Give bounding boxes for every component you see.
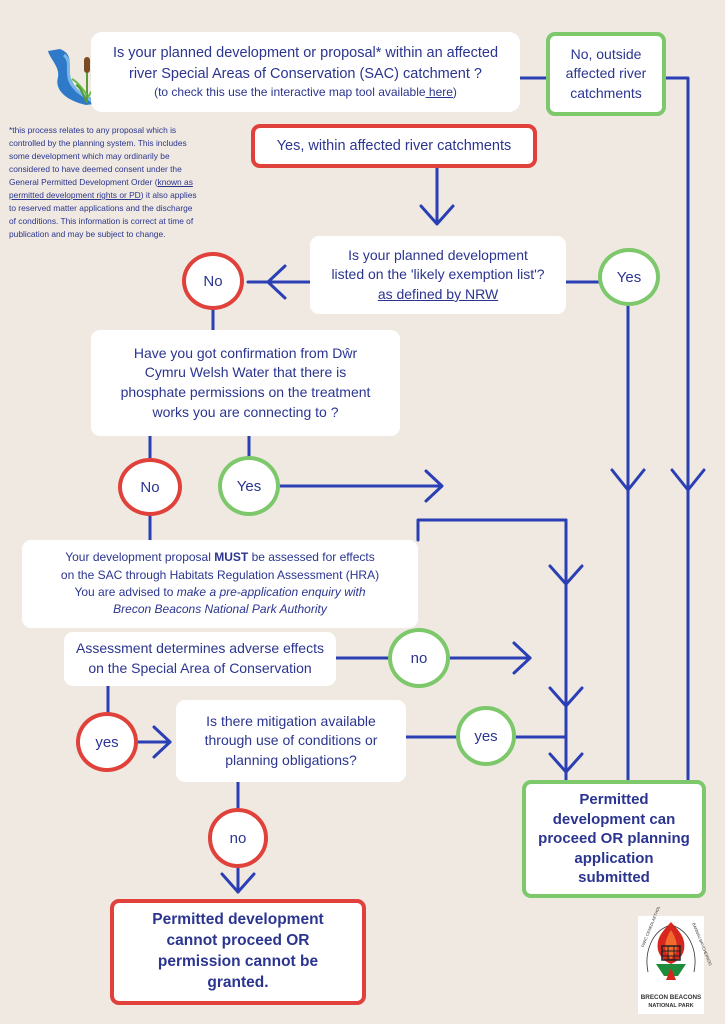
hra-enquiry: make a pre-application enquiry with (176, 585, 366, 599)
welsh-water-line3: phosphate permissions on the treatment (120, 384, 371, 400)
footnote-text: *this process relates to any proposal wh… (9, 124, 241, 241)
footnote-line: permitted development rights or PD) it a… (9, 189, 241, 202)
permitted-line1: Permitted (579, 791, 649, 809)
outside-line2: affected river (565, 65, 647, 82)
logo-line1: BRECON BEACONS (640, 994, 702, 1001)
outside-line1: No, outside (570, 45, 642, 62)
question-exemption-list: Is your planned development listed on th… (310, 236, 566, 314)
within-label: Yes, within affected river catchments (276, 137, 512, 154)
refused-line2: cannot proceed OR (166, 932, 310, 950)
circle-label: yes (95, 733, 119, 751)
question-mitigation: Is there mitigation available through us… (176, 700, 406, 782)
footnote-text-part: General Permitted Development Order ( (9, 177, 158, 188)
circle-yes-adverse: yes (76, 712, 138, 772)
circle-label: Yes (236, 477, 262, 495)
hra-line3: You are advised to make a pre-applicatio… (74, 584, 365, 601)
mitig-line1: Is there mitigation available (206, 712, 376, 729)
exemption-line1: Is your planned development (348, 246, 528, 263)
welsh-water-line1: Have you got confirmation from Dŵr (133, 344, 358, 361)
footnote-line: to reserved matter applications and the … (9, 203, 193, 214)
map-tool-link[interactable]: here (425, 84, 453, 99)
map-note-close: ) (452, 84, 457, 99)
circle-no-welsh-water: No (118, 458, 182, 516)
circle-label: No (140, 478, 160, 496)
welsh-water-line4: works you are connecting to ? (152, 403, 339, 420)
outside-catchments-box: No, outside affected river catchments (546, 32, 666, 116)
circle-yes-welsh-water: Yes (218, 456, 280, 516)
assess-line2: on the Special Area of Conservation (88, 660, 312, 676)
nrw-link[interactable]: as defined by NRW (377, 285, 499, 302)
question-sac-line1: Is your planned development or proposal*… (112, 45, 499, 62)
pd-rights-link[interactable]: known as (157, 177, 193, 188)
exemption-line2: listed on the 'likely exemption list'? (331, 266, 545, 283)
within-catchments-box: Yes, within affected river catchments (251, 124, 537, 168)
footnote-line: General Permitted Development Order (kno… (9, 176, 241, 189)
outcome-permitted-box: Permitted development can proceed OR pla… (522, 780, 706, 898)
circle-label: no (410, 649, 428, 667)
permitted-line2: development can (552, 810, 676, 828)
question-welsh-water: Have you got confirmation from Dŵr Cymru… (91, 330, 400, 436)
outcome-refused-box: Permitted development cannot proceed OR … (110, 899, 366, 1005)
brecon-beacons-logo: PARC CENEDLAETHOL BANNAU BRYCHEINIOG BRE… (638, 905, 713, 1014)
question-sac-line2: river Special Areas of Conservation (SAC… (129, 65, 482, 82)
hra-line4: Brecon Beacons National Park Authority (113, 602, 327, 617)
hra-line2: on the SAC through Habitats Regulation A… (60, 567, 380, 582)
circle-label: yes (474, 727, 498, 745)
refused-line1: Permitted development (152, 911, 324, 929)
circle-label: no (229, 829, 247, 847)
hra-text: You are advised to (74, 585, 177, 599)
circle-yes-mitigation: yes (456, 706, 516, 766)
footnote-line: some development which may ordinarily be (9, 151, 170, 162)
permitted-line4: application (574, 849, 654, 867)
hra-must: MUST (214, 550, 249, 565)
footnote-line: of conditions. This information is corre… (9, 216, 194, 227)
footnote-line: publication and may be subject to change… (9, 229, 166, 240)
outside-line3: catchments (570, 84, 642, 101)
circle-label: No (203, 272, 223, 290)
footnote-line: considered to have deemed consent under … (9, 164, 182, 175)
permitted-line5: submitted (578, 869, 650, 887)
mitig-line3: planning obligations? (225, 751, 357, 768)
mitig-line2: through use of conditions or (204, 732, 378, 749)
logo-line2: NATIONAL PARK (648, 1003, 694, 1009)
hra-text: Your development proposal (65, 550, 215, 565)
map-note-text: (to check this use the interactive map t… (154, 84, 426, 99)
assessment-adverse-box: Assessment determines adverse effects on… (64, 632, 336, 686)
question-sac-note: (to check this use the interactive map t… (154, 84, 457, 101)
logo-emblem-icon (646, 922, 696, 980)
permitted-line3: proceed OR planning (538, 830, 690, 848)
footnote-line: *this process relates to any proposal wh… (9, 125, 177, 135)
hra-text: be assessed for effects (248, 550, 375, 565)
circle-no-mitigation: no (208, 808, 268, 868)
hra-line1: Your development proposal MUST be assess… (65, 549, 375, 566)
circle-yes-exemption: Yes (598, 248, 660, 306)
welsh-water-line2: Cymru Welsh Water that there is (144, 364, 347, 381)
circle-no-adverse: no (388, 628, 450, 688)
circle-no-exemption: No (182, 252, 244, 310)
pd-rights-link-cont[interactable]: permitted development rights or PD (9, 190, 141, 201)
footnote-line: controlled by the planning system. This … (9, 138, 187, 149)
assess-line1: Assessment determines adverse effects (76, 640, 324, 657)
question-sac-catchment: Is your planned development or proposal*… (91, 32, 520, 112)
circle-label: Yes (616, 268, 642, 286)
refused-line4: granted. (207, 973, 269, 991)
hra-assessment-box: Your development proposal MUST be assess… (22, 540, 418, 628)
refused-line3: permission cannot be (157, 953, 319, 970)
footnote-text-part: ) it also applies (140, 190, 197, 201)
